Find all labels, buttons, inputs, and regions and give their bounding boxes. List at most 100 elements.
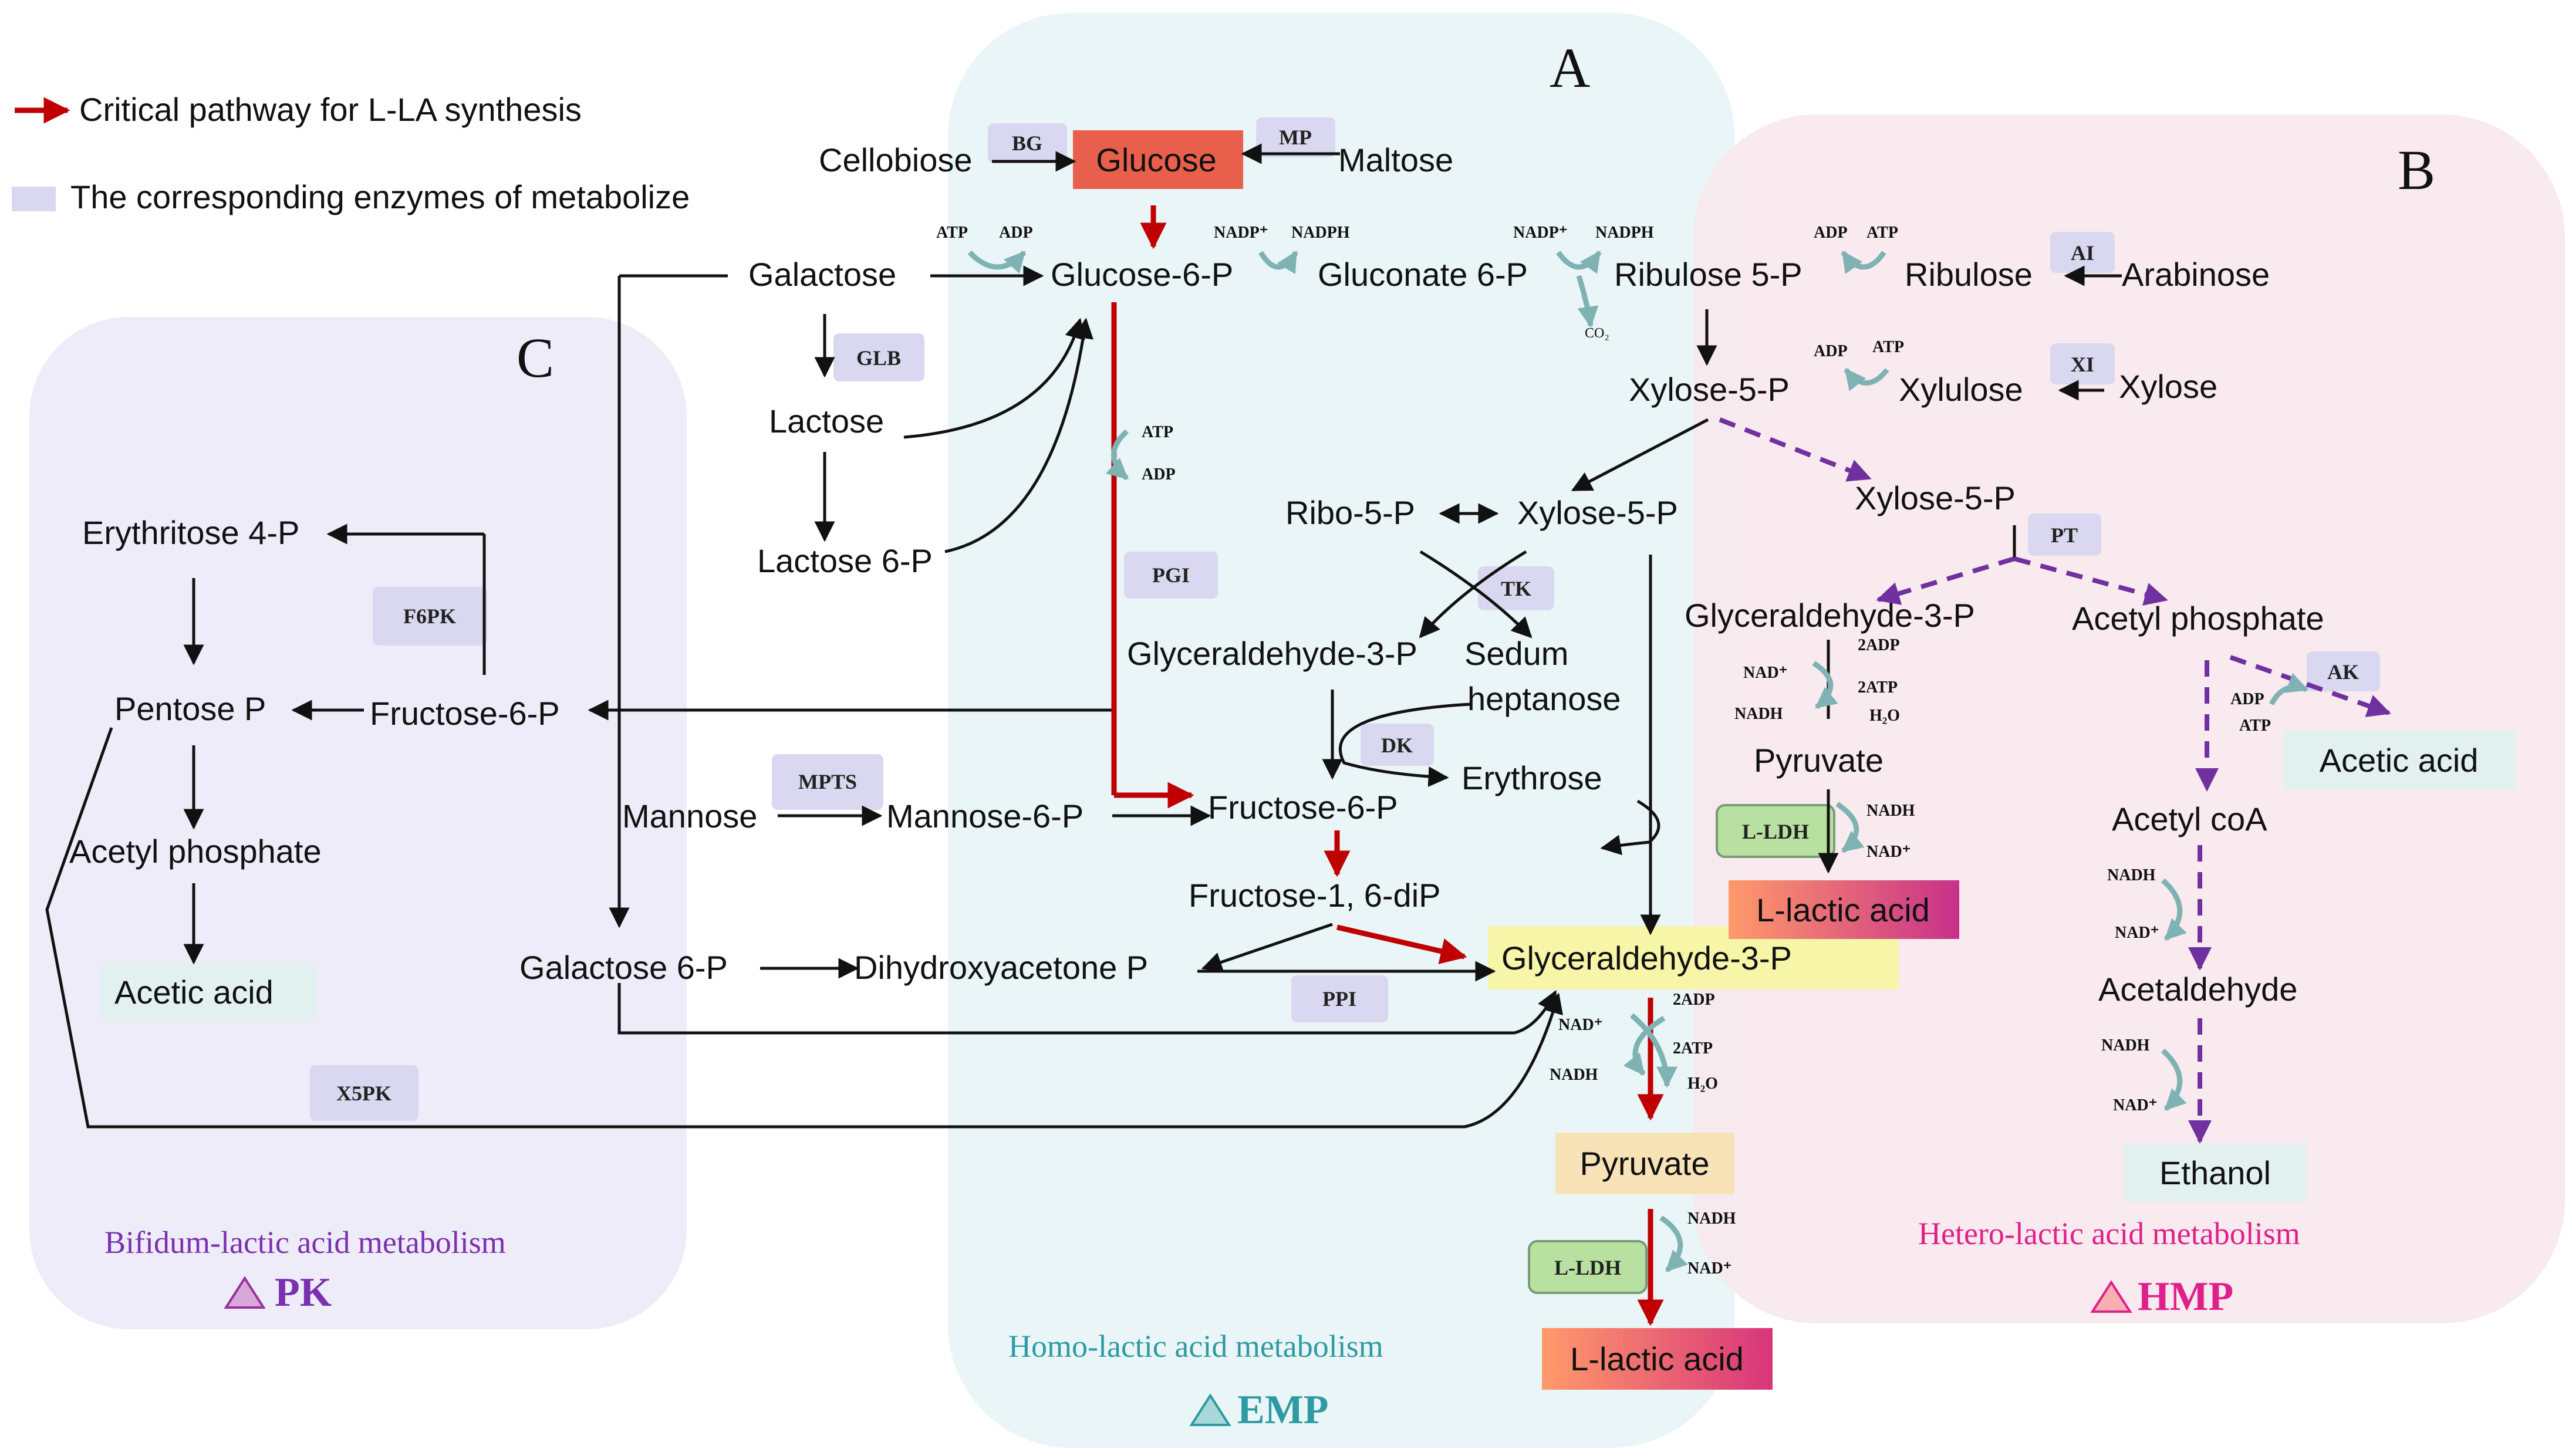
enzyme-ppi-label: PPI — [1322, 987, 1356, 1011]
erythrose-label: Erythrose — [1461, 759, 1602, 796]
enzyme-ldh-main-label: L-LDH — [1554, 1256, 1621, 1279]
xylose5p-top-label: Xylose-5-P — [1629, 371, 1790, 408]
lactose-label: Lactose — [769, 403, 884, 440]
xylulose-label: Xylulose — [1899, 371, 2023, 408]
enzyme-ak-pill — [2307, 651, 2380, 691]
svg-text:NADP⁺: NADP⁺ — [1214, 224, 1268, 242]
gluconate6p-label: Gluconate 6-P — [1318, 256, 1528, 293]
sedum-label: Sedum — [1464, 635, 1568, 672]
legend-enzyme-label: The corresponding enzymes of metabolize — [70, 178, 690, 215]
enzyme-tk-label: TK — [1501, 577, 1531, 600]
ribo5p-label: Ribo-5-P — [1285, 494, 1415, 531]
svg-text:NADP⁺: NADP⁺ — [1513, 224, 1568, 242]
acetylphosphate-hmp-label: Acetyl phosphate — [2072, 600, 2324, 637]
svg-text:NADH: NADH — [2107, 866, 2156, 884]
svg-text:NADH: NADH — [1687, 1210, 1736, 1228]
svg-text:ADP: ADP — [2230, 690, 2264, 708]
svg-text:NADPH: NADPH — [1595, 224, 1654, 242]
cofactor-curves — [967, 250, 2309, 1273]
enzyme-mp-label: MP — [1279, 126, 1312, 149]
mannose6p-label: Mannose-6-P — [886, 798, 1084, 835]
enzyme-glb-pill — [833, 333, 924, 381]
enzyme-glb-label: GLB — [856, 346, 901, 370]
acetylphosphate-left-label: Acetyl phosphate — [69, 833, 322, 870]
xylose5p-mid-label: Xylose-5-P — [1517, 494, 1678, 531]
emp-triangle-icon — [1189, 1393, 1231, 1426]
galactose-label: Galactose — [748, 256, 896, 293]
enzyme-dk-label: DK — [1381, 734, 1413, 757]
region-a-panel — [948, 13, 1734, 1448]
svg-text:ADP: ADP — [1814, 342, 1848, 360]
svg-text:NAD⁺: NAD⁺ — [1558, 1016, 1602, 1034]
svg-text:2ADP: 2ADP — [1673, 991, 1715, 1009]
heptanose-label: heptanose — [1467, 680, 1621, 717]
pentosep-label: Pentose P — [114, 690, 266, 727]
enzyme-dk-pill — [1361, 724, 1434, 766]
erythritose4p-label: Erythritose 4-P — [82, 514, 299, 551]
svg-text:NADH: NADH — [2101, 1036, 2150, 1055]
mannose-label: Mannose — [622, 798, 757, 835]
svg-text:ADP: ADP — [999, 224, 1033, 242]
black-arrows — [45, 143, 2122, 1129]
svg-text:ATP: ATP — [936, 224, 968, 242]
region-c-letter: C — [517, 326, 554, 389]
ethanol-box — [2124, 1143, 2307, 1202]
enzyme-mpts-pill — [772, 754, 883, 810]
enzyme-ppi-pill — [1291, 975, 1388, 1022]
svg-text:NAD⁺: NAD⁺ — [1687, 1259, 1731, 1278]
enzyme-bg-label: BG — [1012, 131, 1042, 155]
legend-enzyme-swatch — [12, 187, 56, 211]
cellobiose-label: Cellobiose — [819, 141, 973, 178]
llactic-hmp-box — [1729, 880, 1959, 939]
svg-text:ATP: ATP — [1866, 224, 1898, 242]
legend-critical-label: Critical pathway for L-LA synthesis — [79, 91, 582, 128]
region-b-panel — [1693, 114, 2565, 1323]
enzyme-pt-pill — [2028, 514, 2101, 556]
enzyme-xi-pill — [2050, 343, 2115, 384]
pyruvate-main-box — [1555, 1133, 1734, 1194]
acetic-acid-left-box — [101, 962, 317, 1021]
enzyme-mp-pill — [1256, 117, 1335, 157]
enzyme-pgi-label: PGI — [1152, 563, 1190, 587]
svg-text:2ATP: 2ATP — [1858, 678, 1898, 697]
svg-text:ATP: ATP — [1872, 338, 1904, 356]
llactic-main-box — [1542, 1328, 1773, 1390]
enzyme-ai-label: AI — [2071, 241, 2094, 265]
aceticacid-left-label: Acetic acid — [114, 974, 274, 1011]
enzyme-pgi-pill — [1124, 552, 1218, 599]
region-a-caption: Homo-lactic acid metabolism — [1008, 1329, 1383, 1364]
svg-text:2ATP: 2ATP — [1673, 1039, 1713, 1058]
region-b-pathway: HMP — [2138, 1274, 2233, 1319]
acetic-acid-hmp-box — [2283, 731, 2515, 789]
svg-text:CO₂: CO₂ — [1585, 326, 1609, 341]
enzyme-xi-label: XI — [2071, 353, 2094, 376]
enzyme-pt-label: PT — [2051, 523, 2078, 547]
enzyme-ak-label: AK — [2327, 660, 2359, 684]
pyruvate-hmp-label: Pyruvate — [1754, 742, 1884, 779]
fructose16dip-label: Fructose-1, 6-diP — [1189, 877, 1441, 914]
svg-text:NAD⁺: NAD⁺ — [1743, 664, 1787, 682]
enzyme-x5pk-label: X5PK — [336, 1082, 391, 1105]
aceticacid-hmp-label: Acetic acid — [2320, 742, 2479, 779]
svg-text:2ADP: 2ADP — [1858, 636, 1900, 654]
region-c-panel — [29, 317, 687, 1329]
enzyme-f6pk-label: F6PK — [403, 604, 456, 628]
pk-triangle-icon — [224, 1276, 266, 1309]
xylose-label: Xylose — [2119, 368, 2217, 405]
region-c-pathway: PK — [275, 1270, 332, 1315]
ribulose-label: Ribulose — [1905, 256, 2033, 293]
ribulose5p-label: Ribulose 5-P — [1614, 256, 1803, 293]
ethanol-label: Ethanol — [2159, 1154, 2271, 1191]
region-b-caption: Hetero-lactic acid metabolism — [1918, 1216, 2300, 1251]
critical-pathway — [1111, 205, 1664, 1326]
maltose-label: Maltose — [1338, 141, 1453, 178]
enzyme-f6pk-pill — [373, 587, 487, 646]
dhap-label: Dihydroxyacetone P — [854, 949, 1148, 986]
svg-text:NADH: NADH — [1866, 802, 1915, 820]
fructose6p-left-label: Fructose-6-P — [370, 695, 560, 732]
g3p-hmp-label: Glyceraldehyde-3-P — [1685, 597, 1975, 634]
svg-text:NAD⁺: NAD⁺ — [1866, 843, 1911, 861]
enzyme-ldh-hmp-label: L-LDH — [1742, 820, 1809, 843]
llactic-main-label: L-lactic acid — [1570, 1340, 1744, 1377]
